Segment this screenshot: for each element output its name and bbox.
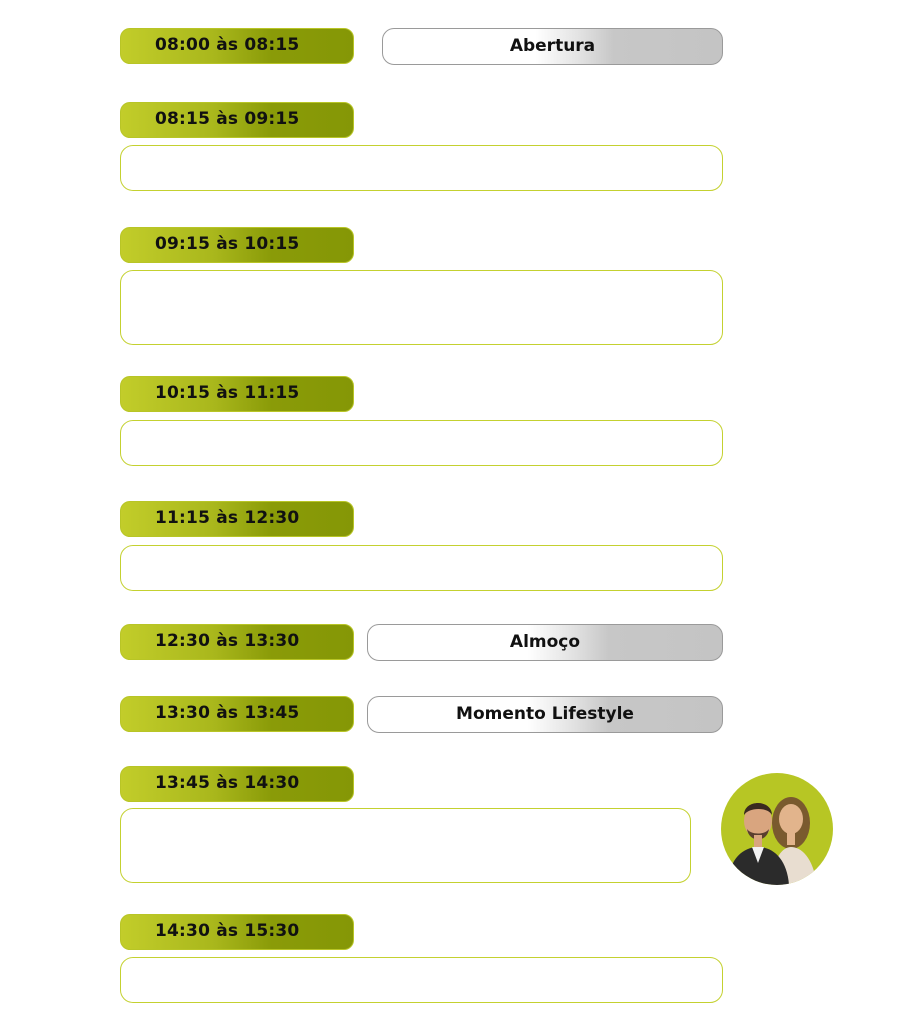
time-slot-2: 08:15 às 09:15 [120, 102, 354, 138]
time-slot-1: 08:00 às 08:15 [120, 28, 354, 64]
session-label-momento-lifestyle: Momento Lifestyle [367, 696, 723, 733]
session-box-2 [120, 145, 723, 191]
time-slot-6: 12:30 às 13:30 [120, 624, 354, 660]
time-slot-8: 13:45 às 14:30 [120, 766, 354, 802]
session-box-5 [120, 545, 723, 591]
session-label-almoco: Almoço [367, 624, 723, 661]
speaker-photo-icon [727, 797, 817, 885]
time-slot-5: 11:15 às 12:30 [120, 501, 354, 537]
session-box-9 [120, 957, 723, 1003]
time-slot-4: 10:15 às 11:15 [120, 376, 354, 412]
time-slot-9: 14:30 às 15:30 [120, 914, 354, 950]
time-slot-3: 09:15 às 10:15 [120, 227, 354, 263]
session-box-8 [120, 808, 691, 883]
session-box-3 [120, 270, 723, 345]
session-box-4 [120, 420, 723, 466]
time-slot-7: 13:30 às 13:45 [120, 696, 354, 732]
speaker-avatar [721, 773, 833, 885]
session-label-abertura: Abertura [382, 28, 723, 65]
